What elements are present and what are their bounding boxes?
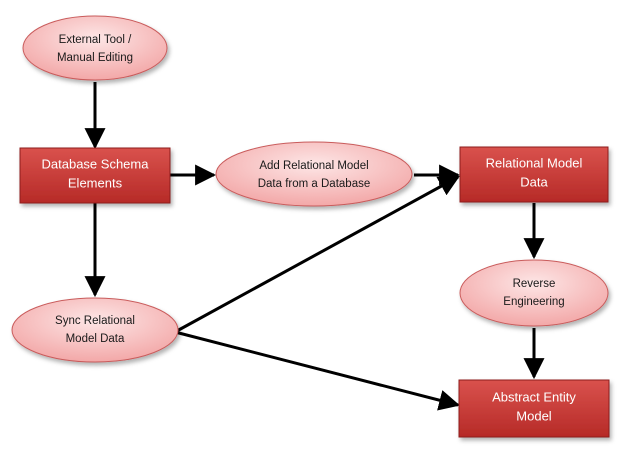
external-tool-line-2: Manual Editing <box>57 52 133 64</box>
sync-relational-line-2: Model Data <box>66 333 125 345</box>
node-sync-relational <box>11 297 179 363</box>
relational-model-line-2: Data <box>520 174 548 189</box>
arrows <box>84 82 545 411</box>
arrow-sync-to-abstract <box>174 330 461 411</box>
add-relational-line-2: Data from a Database <box>258 178 371 190</box>
database-schema-line-2: Elements <box>68 175 123 190</box>
node-abstract-entity <box>458 379 610 438</box>
abstract-entity-line-1: Abstract Entity <box>492 389 576 404</box>
reverse-engineering-line-1: Reverse <box>513 278 556 290</box>
relational-model-line-1: Relational Model <box>486 155 583 170</box>
node-reverse-engineering <box>459 259 609 327</box>
node-external-tool <box>22 15 168 81</box>
abstract-entity-line-2: Model <box>516 408 552 423</box>
node-relational-model <box>459 146 609 203</box>
reverse-engineering-line-2: Engineering <box>503 296 564 308</box>
sync-relational-line-1: Sync Relational <box>55 315 135 327</box>
node-add-relational <box>215 141 413 207</box>
database-schema-line-1: Database Schema <box>42 156 150 171</box>
arrow-sync-to-relational <box>174 175 460 334</box>
add-relational-line-1: Add Relational Model <box>259 160 368 172</box>
node-database-schema <box>19 147 171 204</box>
external-tool-line-1: External Tool / <box>59 34 132 46</box>
